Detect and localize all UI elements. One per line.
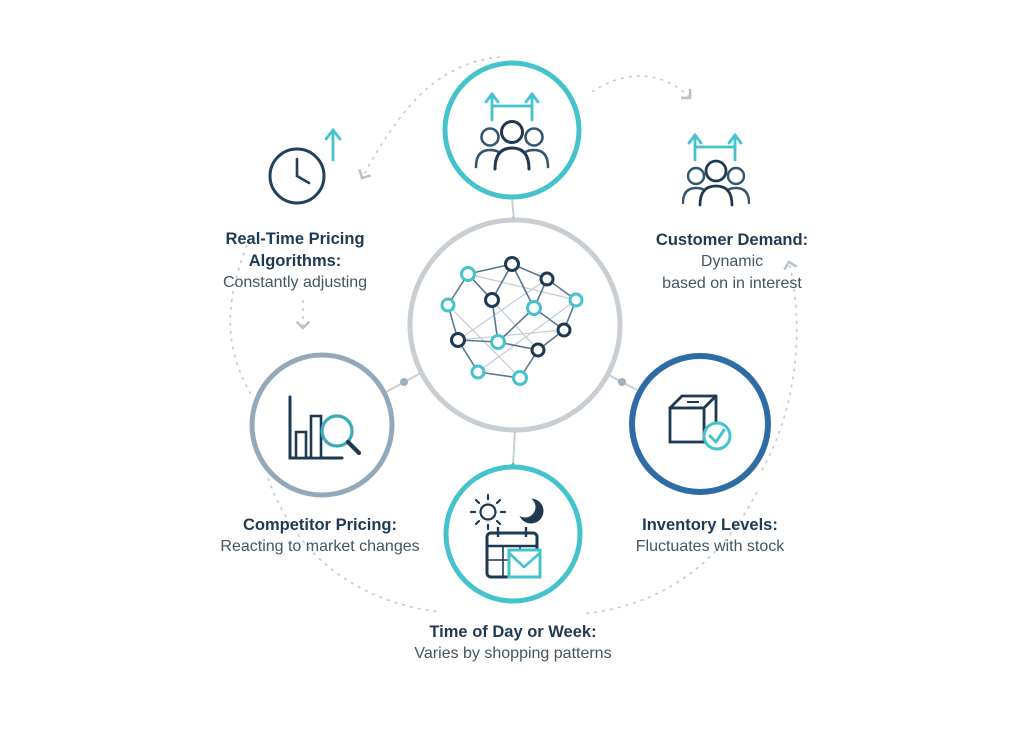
label-competitor-pricing: Competitor Pricing: Reacting to market c… <box>220 514 419 558</box>
customer-desc-line2: based on in interest <box>662 275 802 292</box>
dashed-flow-arcs <box>229 56 798 615</box>
competitor-node-circle <box>249 352 395 498</box>
center-hub-circle <box>407 217 623 433</box>
top-node-circle <box>442 60 582 200</box>
package-check-icon <box>668 394 732 451</box>
people-up-arrows-icon <box>681 132 751 207</box>
time-node-circle <box>443 464 583 604</box>
sun-moon-calendar-icon <box>469 493 544 579</box>
time-title: Time of Day or Week: <box>429 623 597 641</box>
label-time-of-day: Time of Day or Week: Varies by shopping … <box>414 621 611 665</box>
realtime-title-line1: Real-Time Pricing <box>225 230 365 248</box>
inventory-node-circle <box>629 353 771 495</box>
realtime-desc: Constantly adjusting <box>222 274 368 291</box>
inventory-title: Inventory Levels: <box>642 516 778 534</box>
competitor-title: Competitor Pricing: <box>242 516 397 534</box>
customer-desc-line1: Dynamic <box>700 253 764 270</box>
connector-dot-right <box>618 378 626 386</box>
connector-dot-left <box>400 378 408 386</box>
label-customer-demand: Customer Demand: Dynamic based on in int… <box>656 229 808 295</box>
competitor-desc: Reacting to market changes <box>220 538 420 555</box>
realtime-title-line2: Algorithms: <box>248 252 342 270</box>
people-up-arrows-icon <box>474 91 550 171</box>
time-desc: Varies by shopping patterns <box>414 645 612 662</box>
customer-title: Customer Demand: <box>655 231 809 249</box>
inventory-desc: Fluctuates with stock <box>635 538 785 555</box>
clock-up-arrow-icon <box>268 127 342 205</box>
network-graph-icon <box>440 256 584 386</box>
bar-chart-magnifier-icon <box>288 395 362 460</box>
label-inventory-levels: Inventory Levels: Fluctuates with stock <box>636 514 785 558</box>
label-realtime-pricing: Real-Time Pricing Algorithms: Constantly… <box>223 228 367 294</box>
